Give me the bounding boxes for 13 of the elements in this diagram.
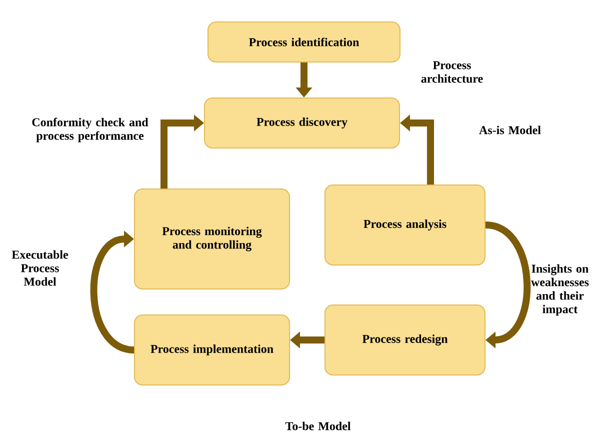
annotation-text: Executable Process Model: [12, 250, 68, 286]
annotation-text: Insights on weaknesses and their impact: [531, 264, 589, 316]
arrow: [484, 222, 530, 348]
annotation-text: Conformity check and process performance: [32, 118, 148, 142]
process-box: Process implementation: [134, 314, 290, 386]
process-box: Process monitoring and controlling: [134, 188, 290, 290]
annotation-text: As-is Model: [479, 126, 541, 134]
process-box: Process redesign: [324, 304, 486, 376]
annotation-text: To-be Model: [285, 422, 351, 430]
process-box: Process identification: [208, 22, 400, 62]
process-box: Process discovery: [204, 98, 400, 148]
annotation-text: Process architecture: [421, 61, 483, 83]
process-box: Process analysis: [324, 184, 486, 266]
